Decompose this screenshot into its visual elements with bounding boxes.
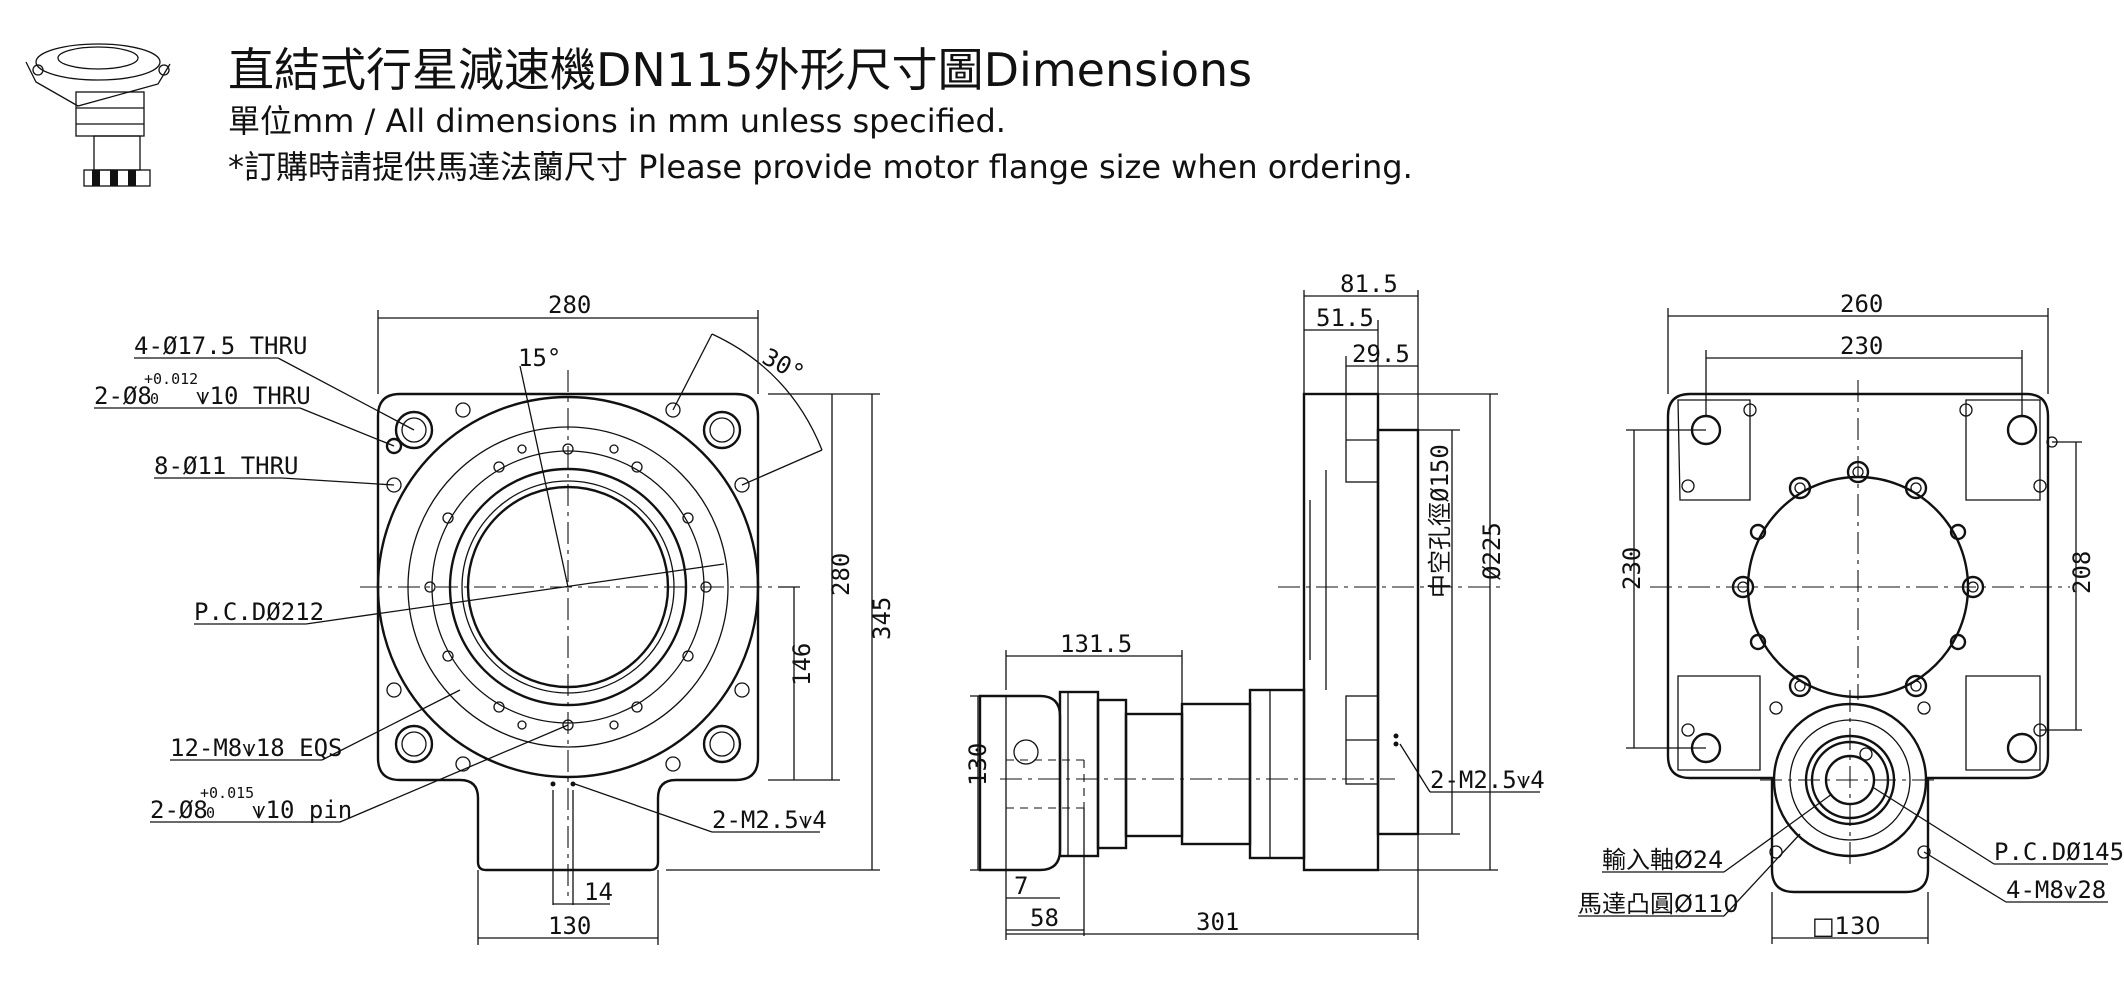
tapped-holes-12 <box>424 443 712 731</box>
side-output-boss <box>1376 428 1420 836</box>
rear-dim-260: 260 <box>1840 290 1883 318</box>
callout-rear-pcd: P.C.DØ145 <box>1994 838 2124 866</box>
side-dim-hollow: 中空孔徑Ø150 <box>1426 444 1454 598</box>
side-dim-130: 130 <box>964 743 992 786</box>
side-dim-58: 58 <box>1030 904 1059 932</box>
callout-pin-bot-depth: ⩛10 pin <box>252 796 352 824</box>
front-dim-146: 146 <box>788 643 816 686</box>
rear-dim-230-top: 230 <box>1840 332 1883 360</box>
front-dim-14: 14 <box>584 878 613 906</box>
rear-view: 260 230 230 208 □130 輸入軸Ø24 馬達凸圓Ø110 P.C… <box>1578 290 2124 944</box>
side-dim-131-5: 131.5 <box>1060 630 1132 658</box>
side-flange-plate <box>1302 392 1380 872</box>
corner-bolt-holes <box>385 410 742 764</box>
callout-pcd-212: P.C.DØ212 <box>194 598 324 626</box>
side-dim-7: 7 <box>1014 872 1028 900</box>
front-view: 280 15° 30° 280 345 146 130 14 4-Ø17.5 T… <box>94 291 896 945</box>
side-dim-51-5: 51.5 <box>1316 304 1374 332</box>
thru-holes-8 <box>386 402 750 772</box>
callout-pin-bot-main: 2-Ø8 <box>150 796 208 824</box>
callout-pin-bot-tol-lower: 0 <box>206 804 215 822</box>
front-angle-30: 30° <box>758 343 809 388</box>
front-callout-m25: 2-M2.5⩛4 <box>712 806 827 834</box>
callout-motor-boss: 馬達凸圓Ø110 <box>1578 890 1739 918</box>
callout-input-shaft: 輸入軸Ø24 <box>1602 846 1723 874</box>
rear-dim-square: □130 <box>1812 912 1880 940</box>
front-dim-height-345: 345 <box>868 597 896 640</box>
front-dim-width: 280 <box>548 291 591 319</box>
callout-thru-17: 4-Ø17.5 THRU <box>134 332 307 360</box>
side-callout-m25: 2-M2.5⩛4 <box>1430 766 1545 794</box>
callout-pin-top-tol-upper: +0.012 <box>144 370 198 388</box>
order-note: *訂購時請提供馬達法蘭尺寸 Please provide motor flang… <box>228 148 1413 186</box>
callout-pin-top-depth: ⩛10 THRU <box>196 382 311 410</box>
side-motor-adapter <box>978 694 1062 872</box>
side-dim-225: Ø225 <box>1478 522 1506 580</box>
callout-pin-bot-tol-upper: +0.015 <box>200 784 254 802</box>
front-dim-height-280: 280 <box>827 553 855 596</box>
callout-pin-top-tol-lower: 0 <box>150 390 159 408</box>
front-angle-15: 15° <box>518 344 561 372</box>
front-dim-130: 130 <box>548 912 591 940</box>
page-title: 直結式行星減速機DN115外形尺寸圖Dimensions <box>228 43 1253 97</box>
callout-pin-top-main: 2-Ø8 <box>94 382 152 410</box>
side-dim-301: 301 <box>1196 908 1239 936</box>
callout-thru-11: 8-Ø11 THRU <box>154 452 299 480</box>
side-dim-81-5: 81.5 <box>1340 270 1398 298</box>
header: 直結式行星減速機DN115外形尺寸圖Dimensions 單位mm / All … <box>0 0 2124 200</box>
rear-dim-230-left: 230 <box>1618 547 1646 590</box>
rear-dim-208: 208 <box>2068 551 2096 594</box>
side-dim-29-5: 29.5 <box>1352 340 1410 368</box>
side-view: 81.5 51.5 29.5 中空孔徑Ø150 Ø225 131.5 130 3… <box>964 270 1545 940</box>
side-coupling-section <box>1058 690 1100 858</box>
callout-tapped-12: 12-M8⩛18 EQS <box>170 734 342 762</box>
reducer-thumbnail-image <box>25 43 171 187</box>
units-note: 單位mm / All dimensions in mm unless speci… <box>228 102 1006 140</box>
front-view-outline <box>376 392 760 872</box>
callout-rear-tapped: 4-M8⩛28 <box>2006 876 2106 904</box>
rear-view-outline <box>1666 392 2050 894</box>
